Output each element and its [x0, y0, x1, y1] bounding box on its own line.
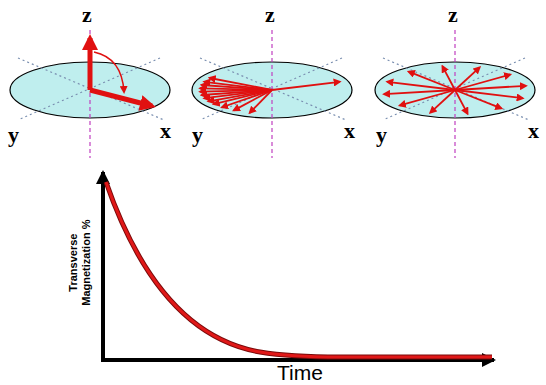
axis-label: z: [448, 4, 458, 26]
y-axis-line: [200, 58, 342, 120]
transverse-vector: [90, 90, 152, 106]
spin-vector: [272, 82, 340, 90]
y-axis: [101, 172, 105, 360]
spin-vector: [387, 82, 455, 90]
decay-curve-shadow: [106, 182, 492, 357]
spin-vector: [250, 90, 272, 113]
y-axis-line: [383, 58, 525, 120]
spin-vector: [455, 67, 480, 90]
z-axis-line: [454, 30, 455, 158]
spin-vector: [430, 90, 455, 113]
decay-curve: [106, 182, 492, 357]
axis-label: x: [160, 120, 171, 142]
x-axis-title: Time: [277, 362, 323, 383]
axis-label: z: [82, 4, 92, 26]
axis-label: y: [8, 124, 19, 146]
spin-vector: [234, 90, 272, 110]
z-axis-line: [271, 30, 272, 158]
z-axis-line: [89, 30, 90, 158]
longitudinal-vector: [88, 38, 93, 90]
flip-arrow: [94, 52, 124, 92]
axis-label: y: [192, 124, 203, 146]
y-axis-title: Transverse Magnetization %: [67, 197, 92, 327]
axis-label: x: [528, 120, 539, 142]
spin-vector: [455, 90, 523, 98]
axis-label: y: [376, 124, 387, 146]
x-axis-line: [383, 58, 529, 120]
x-axis-line: [200, 58, 346, 120]
axis-label: x: [344, 120, 355, 142]
axis-label: z: [265, 4, 275, 26]
